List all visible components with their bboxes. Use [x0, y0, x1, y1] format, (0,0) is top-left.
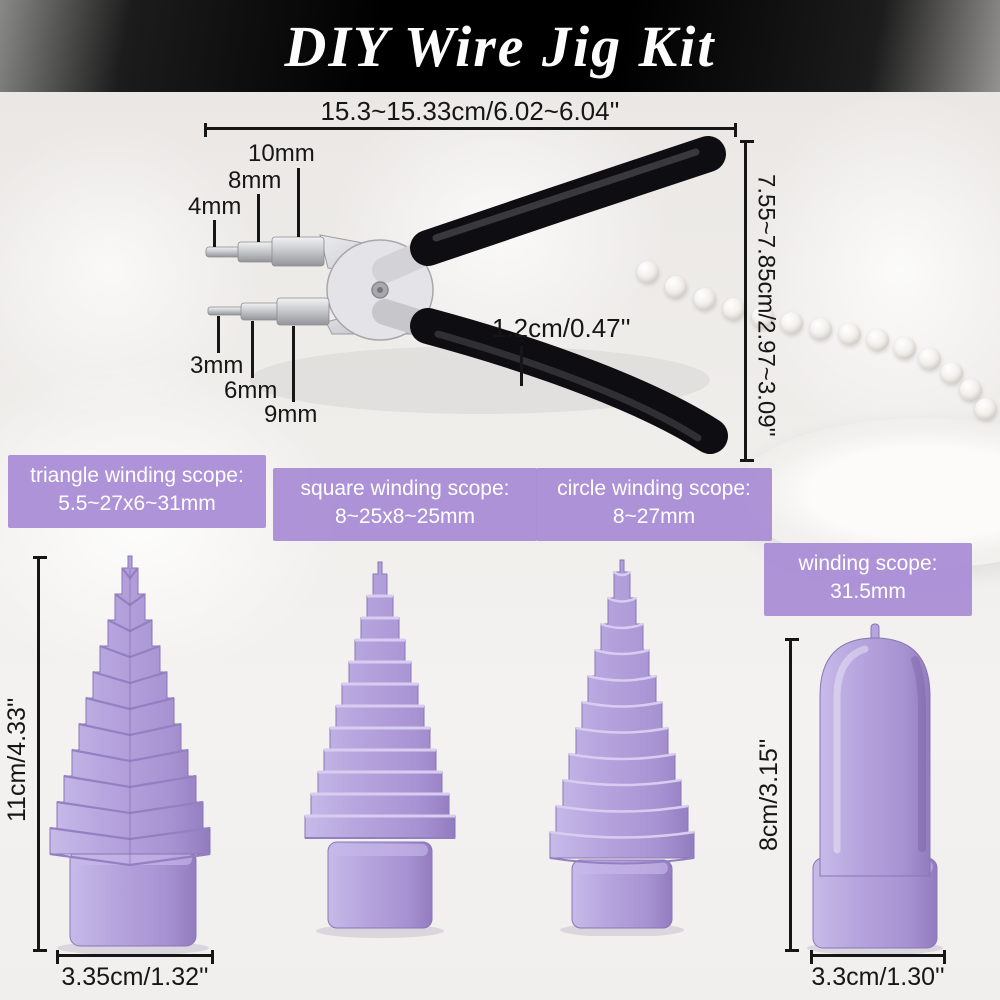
- barrel-label-4mm: 4mm: [188, 193, 242, 220]
- pliers-photo: [180, 120, 760, 470]
- triangle-height-line: [33, 556, 47, 952]
- leader-9mm: [292, 326, 295, 402]
- pliers-width-label: 15.3~15.33cm/6.02~6.04'': [320, 96, 620, 126]
- triangle-base-line: [56, 950, 214, 964]
- triangle-height-label: 11cm/4.33'': [3, 697, 31, 823]
- page-title: DIY Wire Jig Kit: [284, 13, 716, 79]
- scope-circle-label: circle winding scope:: [557, 477, 751, 500]
- barrel-label-6mm: 6mm: [224, 377, 278, 404]
- dome-base-label: 3.3cm/1.30'': [811, 963, 945, 991]
- leader-10mm: [297, 168, 300, 237]
- barrel-label-8mm: 8mm: [228, 167, 282, 194]
- scope-box-circle: circle winding scope: 8~27mm: [536, 468, 772, 541]
- dome-base-line: [810, 950, 946, 964]
- leader-8mm: [257, 194, 260, 242]
- triangle-jig-graphic: [40, 552, 220, 955]
- barrel-label-9mm: 9mm: [264, 401, 318, 428]
- leader-4mm: [213, 220, 216, 247]
- circle-jig-graphic: [542, 556, 702, 937]
- pliers-joint-label: 1.2cm/0.47'': [492, 313, 631, 343]
- leader-3mm: [217, 316, 220, 353]
- scope-triangle-value: 5.5~27x6~31mm: [58, 492, 216, 516]
- scope-dome-label: winding scope:: [798, 552, 938, 575]
- pliers-height-line: [740, 140, 754, 462]
- scope-square-value: 8~25x8~25mm: [334, 505, 476, 529]
- leader-6mm: [251, 321, 254, 378]
- barrel-label-10mm: 10mm: [248, 140, 315, 167]
- pliers-width-line: [204, 123, 737, 137]
- scope-box-dome: winding scope: 31.5mm: [764, 543, 972, 616]
- dome-jig-graphic: [805, 618, 945, 955]
- triangle-base-label: 3.35cm/1.32'': [61, 963, 209, 991]
- scope-circle-value: 8~27mm: [612, 505, 696, 529]
- scope-dome-value: 31.5mm: [830, 580, 906, 604]
- scope-box-triangle: triangle winding scope: 5.5~27x6~31mm: [8, 455, 266, 528]
- square-jig-graphic: [300, 560, 460, 940]
- pliers-height-label: 7.55~7.85cm/2.97~3.09'': [752, 173, 780, 437]
- scope-square-label: square winding scope:: [300, 477, 510, 500]
- leader-joint: [520, 346, 523, 386]
- dome-height-line: [785, 638, 799, 952]
- scope-box-square: square winding scope: 8~25x8~25mm: [273, 468, 537, 541]
- barrel-label-3mm: 3mm: [190, 352, 244, 379]
- dome-height-label: 8cm/3.15'': [755, 738, 783, 852]
- scope-triangle-label: triangle winding scope:: [30, 464, 244, 487]
- header-banner: DIY Wire Jig Kit: [0, 0, 1000, 92]
